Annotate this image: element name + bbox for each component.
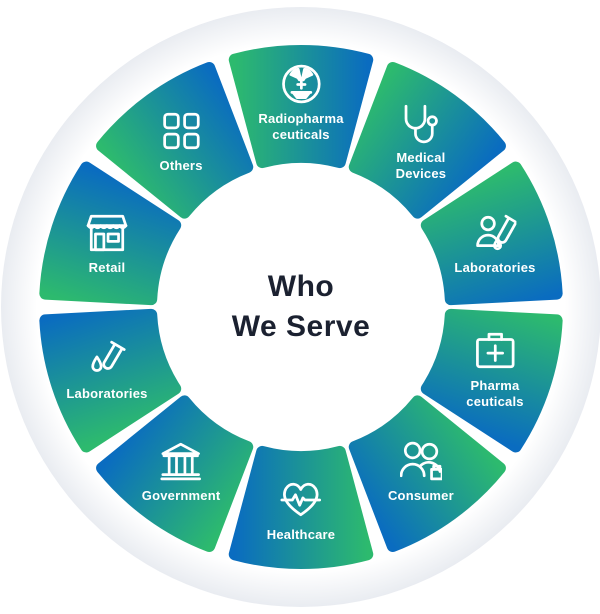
segment-label-group: Pharma ceuticals <box>466 330 524 410</box>
consumer-icon <box>399 441 442 481</box>
segment-10 <box>96 62 254 219</box>
segment-6 <box>228 445 374 569</box>
segment-3 <box>420 161 563 306</box>
segment-4 <box>420 308 563 453</box>
segment-5 <box>348 395 506 552</box>
segment-label: Healthcare <box>266 527 336 542</box>
segment-1 <box>228 45 374 169</box>
segment-label: Laboratories <box>66 386 148 402</box>
segment-label-group: Laboratories <box>454 212 535 276</box>
segment-label-group: Medical Devices <box>396 102 447 182</box>
segment-label-group: Others <box>160 110 203 174</box>
radiation-icon <box>281 64 321 104</box>
segment-label-group: Radiopharma ceuticals <box>258 63 343 143</box>
stethoscope-icon <box>404 104 439 144</box>
segment-label: Others <box>159 157 203 173</box>
medical-kit-icon <box>475 332 515 369</box>
segment-label: Government <box>141 488 221 504</box>
segment-label: Medical Devices <box>395 149 447 181</box>
test-tube-icon <box>90 340 126 372</box>
segment-label-group: Government <box>142 440 221 504</box>
store-icon <box>86 214 128 252</box>
grid-icon <box>162 112 200 150</box>
segment-label: Retail <box>88 259 126 275</box>
center-title: Who We Serve <box>231 270 371 343</box>
heartbeat-icon <box>280 482 322 517</box>
segment-label: Consumer <box>387 488 454 504</box>
government-building-icon <box>160 442 202 481</box>
segment-8 <box>39 308 182 453</box>
segment-label-group: Laboratories <box>66 338 147 402</box>
segment-label: Laboratories <box>454 259 536 275</box>
lab-person-icon <box>475 214 516 250</box>
segment-label: Radiopharma ceuticals <box>258 111 344 142</box>
center-disc <box>158 164 444 450</box>
segment-label-group: Healthcare <box>267 479 335 543</box>
segment-label: Pharma ceuticals <box>466 378 524 410</box>
segment-label-group: Consumer <box>388 440 454 504</box>
segment-label-group: Retail <box>86 212 128 276</box>
